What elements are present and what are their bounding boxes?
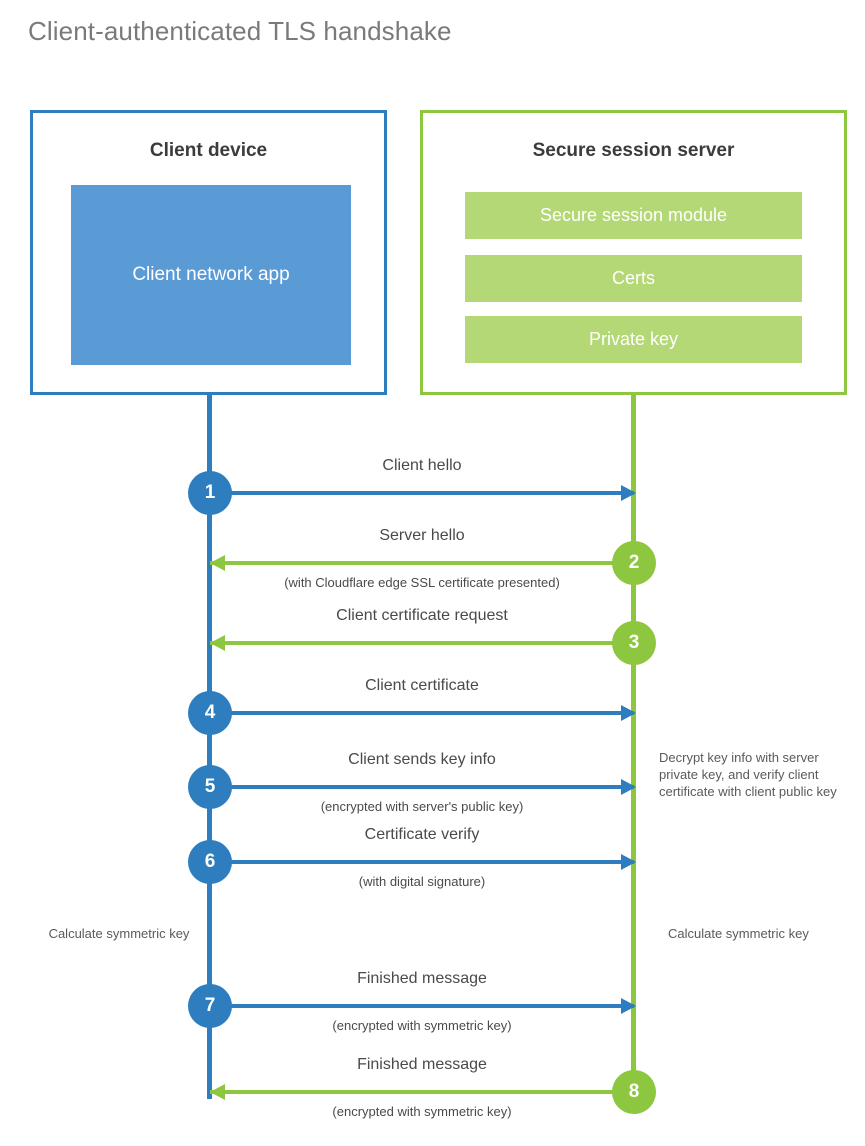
step-circle-5[interactable]: 5 xyxy=(188,765,232,809)
note-server-calculate-symmetric-key: Calculate symmetric key xyxy=(668,926,809,941)
arrow-head-right-icon xyxy=(621,705,636,721)
page-title: Client-authenticated TLS handshake xyxy=(28,16,452,46)
message-label-4: Client certificate xyxy=(365,677,479,694)
message-label-1: Client hello xyxy=(382,457,462,474)
arrow-head-left-icon xyxy=(210,555,225,571)
message-label-8: Finished message xyxy=(357,1056,487,1073)
message-line-1 xyxy=(210,491,634,495)
server-bar-private-key: Private key xyxy=(465,316,802,363)
step-circle-3[interactable]: 3 xyxy=(612,621,656,665)
message-line-8 xyxy=(210,1090,634,1094)
message-sublabel-7: (encrypted with symmetric key) xyxy=(332,1018,512,1033)
step-circle-6[interactable]: 6 xyxy=(188,840,232,884)
arrow-head-right-icon xyxy=(621,485,636,501)
note-client-calculate-symmetric-key: Calculate symmetric key xyxy=(48,926,190,941)
server-bar-secure-session-module: Secure session module xyxy=(465,192,802,239)
step-circle-2[interactable]: 2 xyxy=(612,541,656,585)
step-circle-7[interactable]: 7 xyxy=(188,984,232,1028)
message-label-6: Certificate verify xyxy=(364,826,480,843)
arrow-head-left-icon xyxy=(210,635,225,651)
message-line-2 xyxy=(210,561,634,565)
client-lifeline xyxy=(207,392,212,1099)
message-label-7: Finished message xyxy=(357,970,487,987)
message-line-7 xyxy=(210,1004,634,1008)
arrow-head-right-icon xyxy=(621,779,636,795)
message-line-6 xyxy=(210,860,634,864)
client-device-box: Client device Client network app xyxy=(30,110,387,395)
step-circle-1[interactable]: 1 xyxy=(188,471,232,515)
server-bar-certs: Certs xyxy=(465,255,802,302)
message-label-3: Client certificate request xyxy=(336,607,508,624)
message-label-5: Client sends key info xyxy=(348,751,496,768)
message-line-5 xyxy=(210,785,634,789)
message-sublabel-8: (encrypted with symmetric key) xyxy=(332,1104,512,1119)
message-sublabel-2: (with Cloudflare edge SSL certificate pr… xyxy=(284,575,560,590)
message-label-2: Server hello xyxy=(379,527,465,544)
secure-session-server-title: Secure session server xyxy=(532,140,735,161)
client-device-title: Client device xyxy=(149,140,268,161)
message-line-4 xyxy=(210,711,634,715)
note-server-decrypt: Decrypt key info with server private key… xyxy=(659,750,837,799)
arrow-head-left-icon xyxy=(210,1084,225,1100)
message-sublabel-5: (encrypted with server's public key) xyxy=(320,799,524,814)
arrow-head-right-icon xyxy=(621,998,636,1014)
secure-session-server-box: Secure session server Secure session mod… xyxy=(420,110,847,395)
server-lifeline xyxy=(631,392,636,1096)
client-network-app-block: Client network app xyxy=(71,185,351,365)
message-sublabel-6: (with digital signature) xyxy=(358,874,486,889)
step-circle-4[interactable]: 4 xyxy=(188,691,232,735)
arrow-head-right-icon xyxy=(621,854,636,870)
message-line-3 xyxy=(210,641,634,645)
step-circle-8[interactable]: 8 xyxy=(612,1070,656,1114)
